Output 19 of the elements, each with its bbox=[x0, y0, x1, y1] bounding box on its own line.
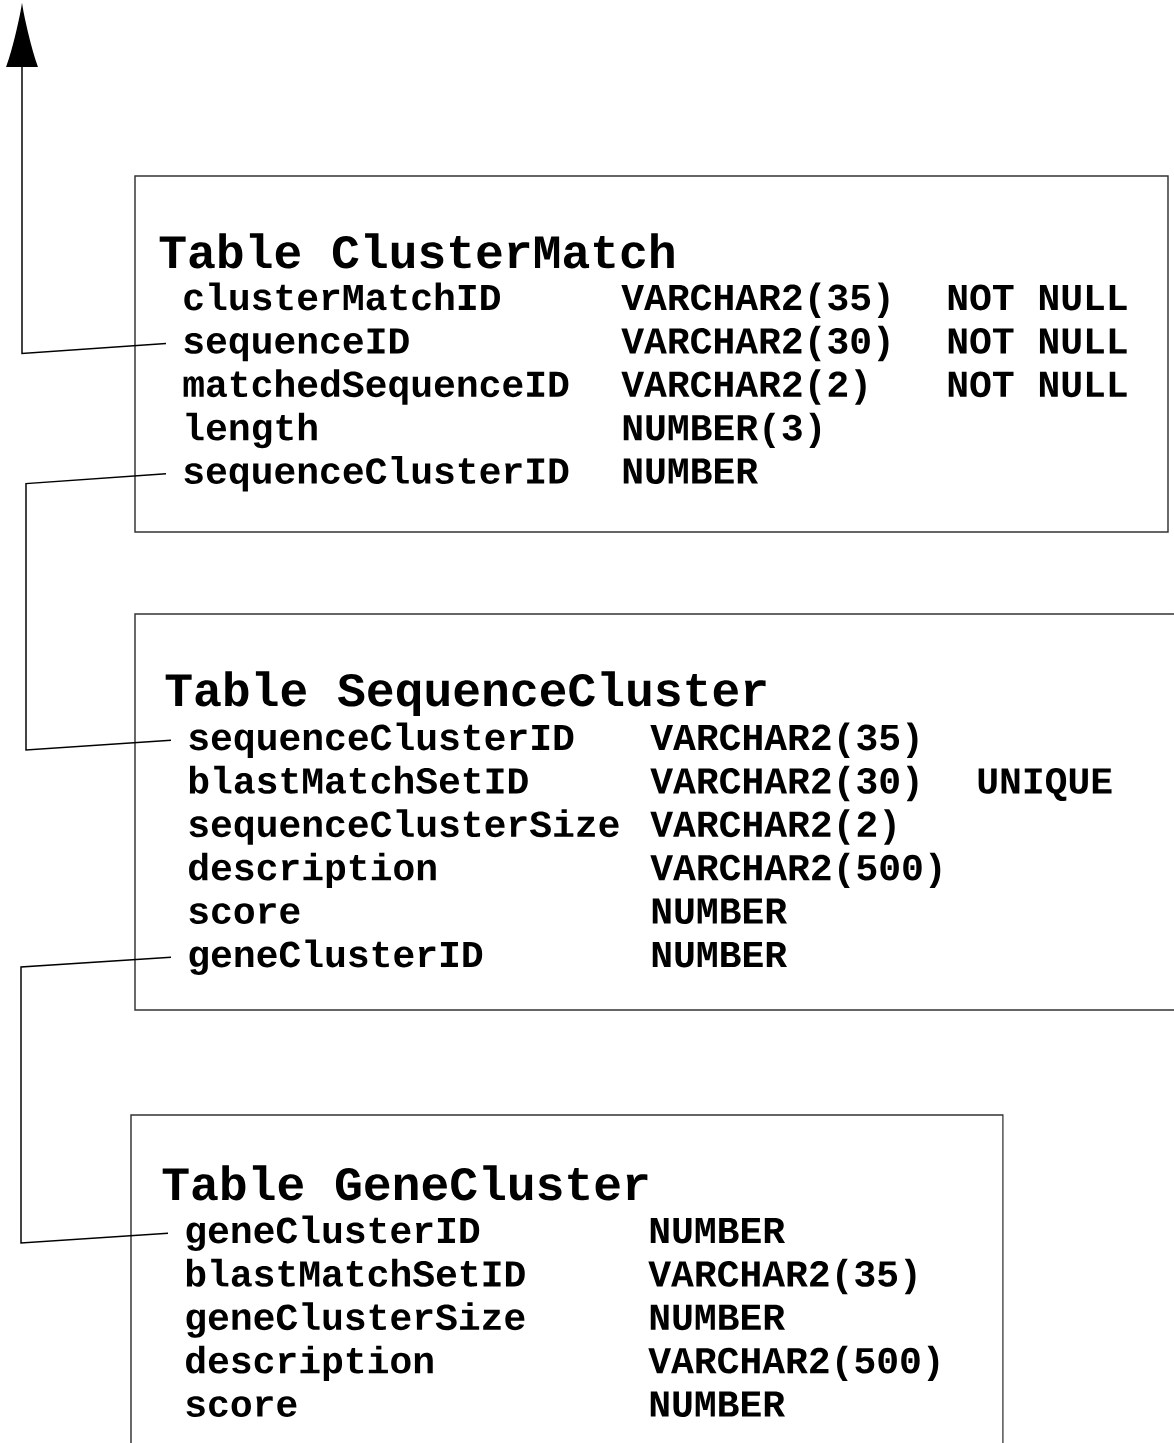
table-row: geneClusterSize NUMBER bbox=[186, 1302, 786, 1338]
table-row: sequenceClusterSize VARCHAR2(2) bbox=[189, 809, 895, 845]
table-row: clusterMatchID VARCHAR2(35) NOT NULL bbox=[184, 282, 1127, 318]
table-row: score NUMBER bbox=[189, 898, 788, 924]
table-row: sequenceID VARCHAR2(30) NOT NULL bbox=[184, 325, 1127, 362]
connector-line bbox=[20, 956, 172, 1244]
table-row: matchedSequenceID VARCHAR2(2) NOT NULL bbox=[183, 369, 1127, 405]
table-row: score NUMBER bbox=[186, 1391, 786, 1417]
table-row: sequenceClusterID VARCHAR2(35) bbox=[189, 722, 918, 758]
table-row: blastMatchSetID VARCHAR2(35) bbox=[186, 1258, 916, 1295]
table-row: description VARCHAR2(500) bbox=[186, 1345, 939, 1382]
table-row: geneClusterID NUMBER bbox=[189, 939, 788, 976]
connector-line bbox=[25, 473, 172, 751]
table-row: length NUMBER(3) bbox=[186, 412, 821, 449]
table-row: description VARCHAR2(500) bbox=[189, 852, 941, 889]
connector-line bbox=[6, 6, 167, 355]
table-row: blastMatchSetID VARCHAR2(30) UNIQUE bbox=[189, 765, 1112, 802]
table-row: geneClusterID NUMBER bbox=[186, 1215, 786, 1252]
table-row: sequenceClusterID NUMBER bbox=[184, 456, 759, 492]
